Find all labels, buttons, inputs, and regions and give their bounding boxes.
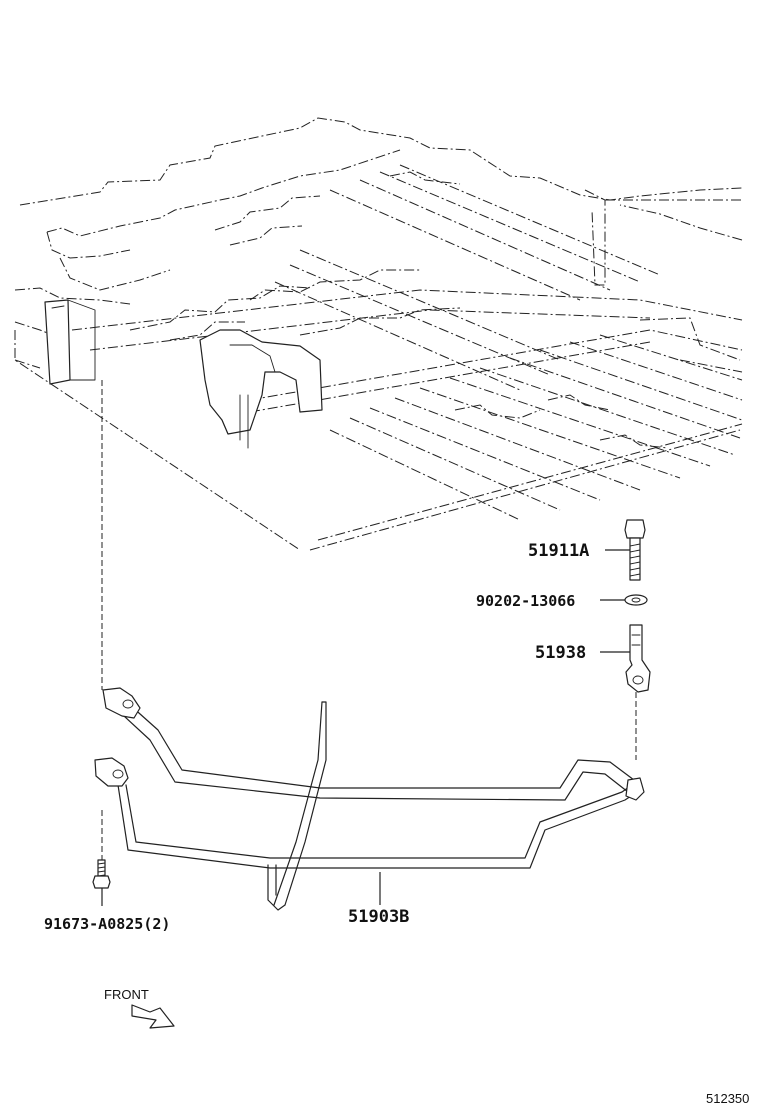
- bracket-51938[interactable]: [600, 624, 651, 693]
- figure-id: 512350: [706, 1091, 749, 1106]
- label-51911a: 51911A: [528, 541, 589, 561]
- stabilizer-bar-51903b[interactable]: [94, 687, 645, 911]
- label-51903b: 51903B: [348, 907, 409, 927]
- bolt-51911a[interactable]: [605, 519, 646, 581]
- front-label: FRONT: [104, 987, 149, 1002]
- label-90202-13066: 90202-13066: [476, 592, 575, 610]
- label-91673-a0825: 91673-A0825(2): [44, 915, 170, 933]
- front-arrow-icon: [131, 1004, 175, 1029]
- washer-90202-13066[interactable]: [600, 594, 648, 606]
- label-51938: 51938: [535, 643, 586, 663]
- vehicle-floor-frame: [14, 117, 743, 551]
- bolt-91673-a0825[interactable]: [92, 859, 111, 906]
